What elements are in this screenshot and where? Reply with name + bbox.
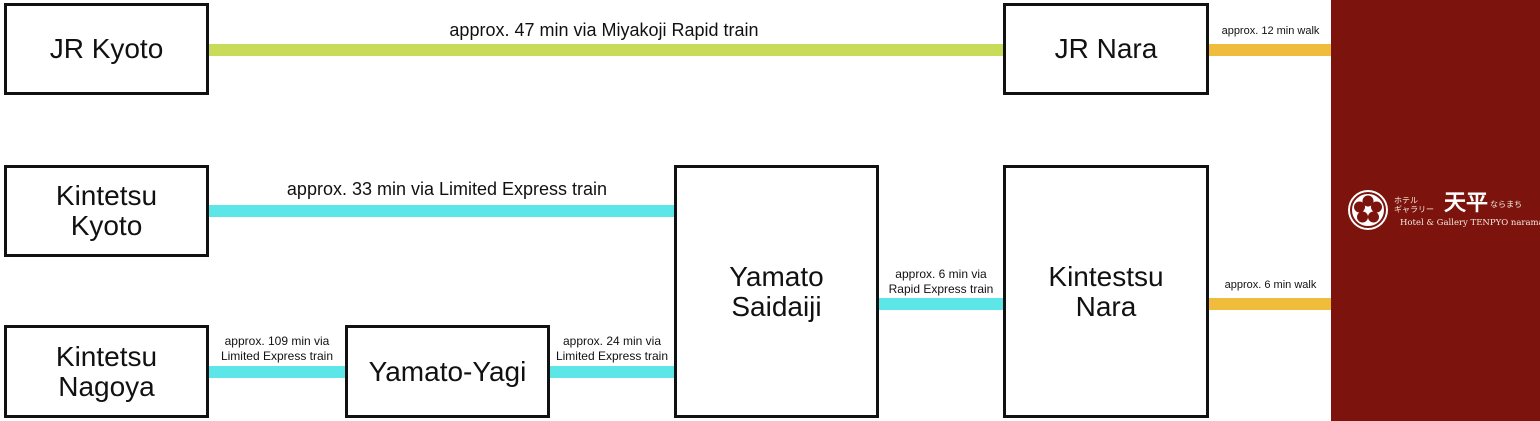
station-jr-kyoto: JR Kyoto [4, 3, 209, 95]
walk-line-kintetsu-nara [1208, 298, 1331, 310]
station-label: Kintestsu Nara [1048, 260, 1164, 322]
station-kintetsu-kyoto: Kintetsu Kyoto [4, 165, 209, 257]
route-label-jr-nara-walk: approx. 12 min walk [1221, 25, 1320, 37]
route-label-kintetsu-kyoto-saidaiji: approx. 33 min via Limited Express train [286, 179, 608, 199]
kintetsu-line-yagi-saidaiji [549, 366, 675, 378]
station-kintetsu-nara: Kintestsu Nara [1003, 165, 1209, 418]
plum-blossom-crest-icon [1348, 190, 1388, 230]
route-label-kintetsu-nara-walk: approx. 6 min walk [1224, 279, 1317, 291]
kintetsu-line-saidaiji-nara [878, 298, 1004, 310]
station-label: JR Nara [1054, 33, 1158, 64]
station-label: Kintetsu Kyoto [55, 180, 158, 241]
hotel-logo: ホテル ギャラリー 天平 ならまち Hotel & Gallery TENPYO… [1348, 188, 1540, 238]
kintetsu-line-kyoto-saidaiji [208, 205, 675, 217]
station-label: Yamato Saidaiji [729, 260, 824, 322]
station-kintetsu-nagoya: Kintetsu Nagoya [4, 325, 209, 418]
station-jr-nara: JR Nara [1003, 3, 1209, 95]
route-label-jr-kyoto-nara: approx. 47 min via Miyakoji Rapid train [449, 20, 759, 40]
route-label-saidaiji-kintetsu-nara: approx. 6 min via Rapid Express train [888, 267, 994, 296]
jr-line-kyoto-nara [208, 44, 1004, 56]
station-label: Kintetsu Nagoya [55, 340, 158, 402]
hotel-logo-subtitle: Hotel & Gallery TENPYO naramachi [1400, 218, 1540, 228]
kintetsu-line-nagoya-yagi [208, 366, 346, 378]
route-label-yagi-saidaiji: approx. 24 min via Limited Express train [555, 334, 669, 363]
hotel-logo-kanji: 天平 [1444, 190, 1489, 216]
route-label-nagoya-yagi: approx. 109 min via Limited Express trai… [220, 334, 334, 363]
station-label: Yamato-Yagi [368, 355, 527, 387]
station-yamato-yagi: Yamato-Yagi [345, 325, 550, 418]
hotel-logo-kana-right: ならまち [1490, 200, 1522, 209]
hotel-logo-kana: ホテル ギャラリー [1394, 196, 1434, 214]
station-label: JR Kyoto [49, 33, 164, 64]
station-yamato-saidaiji: Yamato Saidaiji [674, 165, 879, 418]
walk-line-jr-nara [1208, 44, 1331, 56]
